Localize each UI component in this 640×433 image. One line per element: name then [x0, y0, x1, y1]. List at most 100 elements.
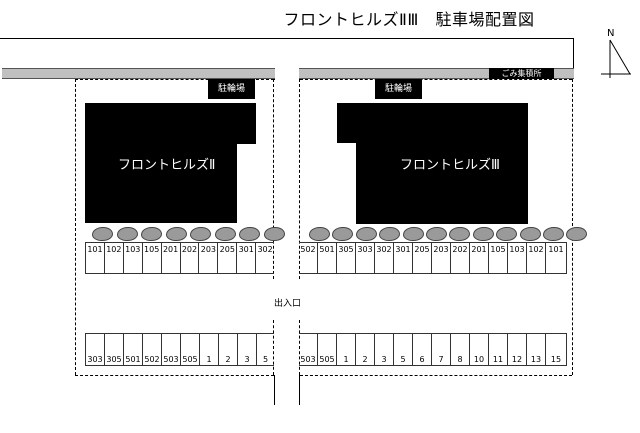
- parking-stall[interactable]: 2: [219, 334, 238, 365]
- shrub-icon: [355, 227, 377, 241]
- parking-stall[interactable]: 203: [432, 243, 451, 273]
- parking-stall[interactable]: 1: [337, 334, 356, 365]
- building-3-lower: [356, 142, 528, 224]
- left-shrub-row: [92, 227, 285, 241]
- parking-stall[interactable]: 201: [470, 243, 489, 273]
- north-arrow-icon: [601, 39, 631, 78]
- parking-stall[interactable]: 503: [299, 334, 318, 365]
- left-lot-boundary-right-lower: [273, 320, 274, 375]
- bicycle-parking-right: 駐輪場: [375, 79, 422, 99]
- sidewalk-right: [299, 68, 489, 79]
- parking-stall[interactable]: 501: [124, 334, 143, 365]
- parking-stall[interactable]: 103: [508, 243, 527, 273]
- parking-stall[interactable]: 7: [432, 334, 451, 365]
- parking-stall[interactable]: 305: [105, 334, 124, 365]
- parking-stall[interactable]: 502: [299, 243, 318, 273]
- right-top-stall-row: 502 501 305 303 302 301 205 203 202 201 …: [299, 242, 567, 274]
- parking-stall[interactable]: 302: [375, 243, 394, 273]
- parking-stall[interactable]: 502: [143, 334, 162, 365]
- parking-stall[interactable]: 305: [337, 243, 356, 273]
- building-2-upper: [85, 103, 256, 144]
- entrance-label: 出入口: [274, 299, 302, 309]
- parking-stall[interactable]: 505: [318, 334, 337, 365]
- parking-stall[interactable]: 201: [162, 243, 181, 273]
- shrub-icon: [379, 227, 401, 241]
- parking-stall[interactable]: 3: [238, 334, 257, 365]
- right-lot-boundary-bottom: [300, 375, 572, 376]
- parking-stall[interactable]: 203: [199, 243, 219, 273]
- shrub-icon: [92, 227, 113, 241]
- parking-stall[interactable]: 205: [413, 243, 432, 273]
- shrub-icon: [472, 227, 494, 241]
- parking-stall[interactable]: 10: [470, 334, 489, 365]
- parking-stall[interactable]: 3: [375, 334, 394, 365]
- parking-stall[interactable]: 15: [546, 334, 567, 365]
- parking-stall[interactable]: 303: [356, 243, 375, 273]
- parking-stall[interactable]: 5: [394, 334, 413, 365]
- bicycle-parking-left: 駐輪場: [208, 79, 255, 99]
- left-bottom-stall-row: 303 305 501 502 503 505 1 2 3 5: [85, 333, 274, 366]
- shrub-icon: [190, 227, 211, 241]
- parking-stall[interactable]: 12: [508, 334, 527, 365]
- sidewalk-left: [2, 68, 275, 79]
- parking-stall[interactable]: 103: [124, 243, 143, 273]
- right-lot-boundary-top: [300, 79, 572, 80]
- parking-stall[interactable]: 8: [451, 334, 470, 365]
- parking-stall[interactable]: 102: [527, 243, 546, 273]
- right-lot-boundary-left-upper: [299, 79, 300, 279]
- parking-stall[interactable]: 1: [200, 334, 219, 365]
- shrub-icon: [496, 227, 518, 241]
- parking-stall[interactable]: 102: [105, 243, 124, 273]
- parking-stall[interactable]: 301: [237, 243, 257, 273]
- shrub-icon: [542, 227, 564, 241]
- right-lot-boundary-left-lower: [299, 320, 300, 375]
- shrub-icon: [309, 227, 330, 241]
- left-top-stall-row: 101 102 103 105 201 202 203 205 301 302: [85, 242, 274, 274]
- parking-stall[interactable]: 301: [394, 243, 413, 273]
- parking-stall[interactable]: 503: [162, 334, 181, 365]
- shrub-icon: [449, 227, 471, 241]
- parking-stall[interactable]: 11: [489, 334, 508, 365]
- parking-stall[interactable]: 6: [413, 334, 432, 365]
- shrub-icon: [519, 227, 541, 241]
- parking-stall[interactable]: 202: [451, 243, 470, 273]
- access-road-edge-left-south: [274, 375, 275, 405]
- left-lot-boundary-right-upper: [273, 79, 274, 279]
- shrub-icon: [402, 227, 424, 241]
- building-3-name: フロントヒルズⅢ: [400, 158, 500, 173]
- north-label: N: [607, 28, 615, 39]
- parking-stall[interactable]: 303: [86, 334, 105, 365]
- page-title: フロントヒルズⅡⅢ 駐車場配置図: [283, 10, 535, 29]
- parking-stall[interactable]: 105: [489, 243, 508, 273]
- right-bottom-stall-row: 503 505 1 2 3 5 6 7 8 10 11 12 13 15: [299, 333, 567, 366]
- parking-stall[interactable]: 205: [218, 243, 238, 273]
- building-2-lower: [85, 143, 237, 223]
- shrub-icon: [425, 227, 447, 241]
- shrub-icon: [239, 227, 260, 241]
- road-edge-right: [573, 38, 574, 68]
- shrub-icon: [566, 227, 588, 241]
- building-2-name: フロントヒルズⅡ: [118, 158, 216, 173]
- shrub-icon: [141, 227, 162, 241]
- shrub-icon: [263, 227, 285, 241]
- parking-stall[interactable]: 501: [318, 243, 337, 273]
- parking-stall[interactable]: 302: [257, 245, 273, 254]
- left-lot-boundary-bottom: [75, 375, 274, 376]
- shrub-icon: [214, 227, 236, 241]
- parking-stall[interactable]: 5: [262, 355, 269, 364]
- parking-stall[interactable]: 101: [86, 243, 105, 273]
- parking-stall[interactable]: 202: [181, 243, 200, 273]
- parking-stall[interactable]: 101: [546, 243, 567, 273]
- left-lot-boundary-left: [75, 79, 76, 375]
- access-road-edge-right-south: [299, 375, 300, 405]
- parking-stall[interactable]: 105: [143, 243, 162, 273]
- right-shrub-row: [309, 227, 588, 241]
- shrub-icon: [165, 227, 187, 241]
- parking-stall[interactable]: 505: [181, 334, 200, 365]
- building-3-upper: [337, 103, 528, 143]
- parking-stall[interactable]: 2: [356, 334, 375, 365]
- left-lot-boundary-top: [75, 79, 274, 80]
- parking-stall[interactable]: 13: [527, 334, 546, 365]
- shrub-icon: [332, 227, 354, 241]
- garbage-area: ごみ集積所: [489, 68, 554, 79]
